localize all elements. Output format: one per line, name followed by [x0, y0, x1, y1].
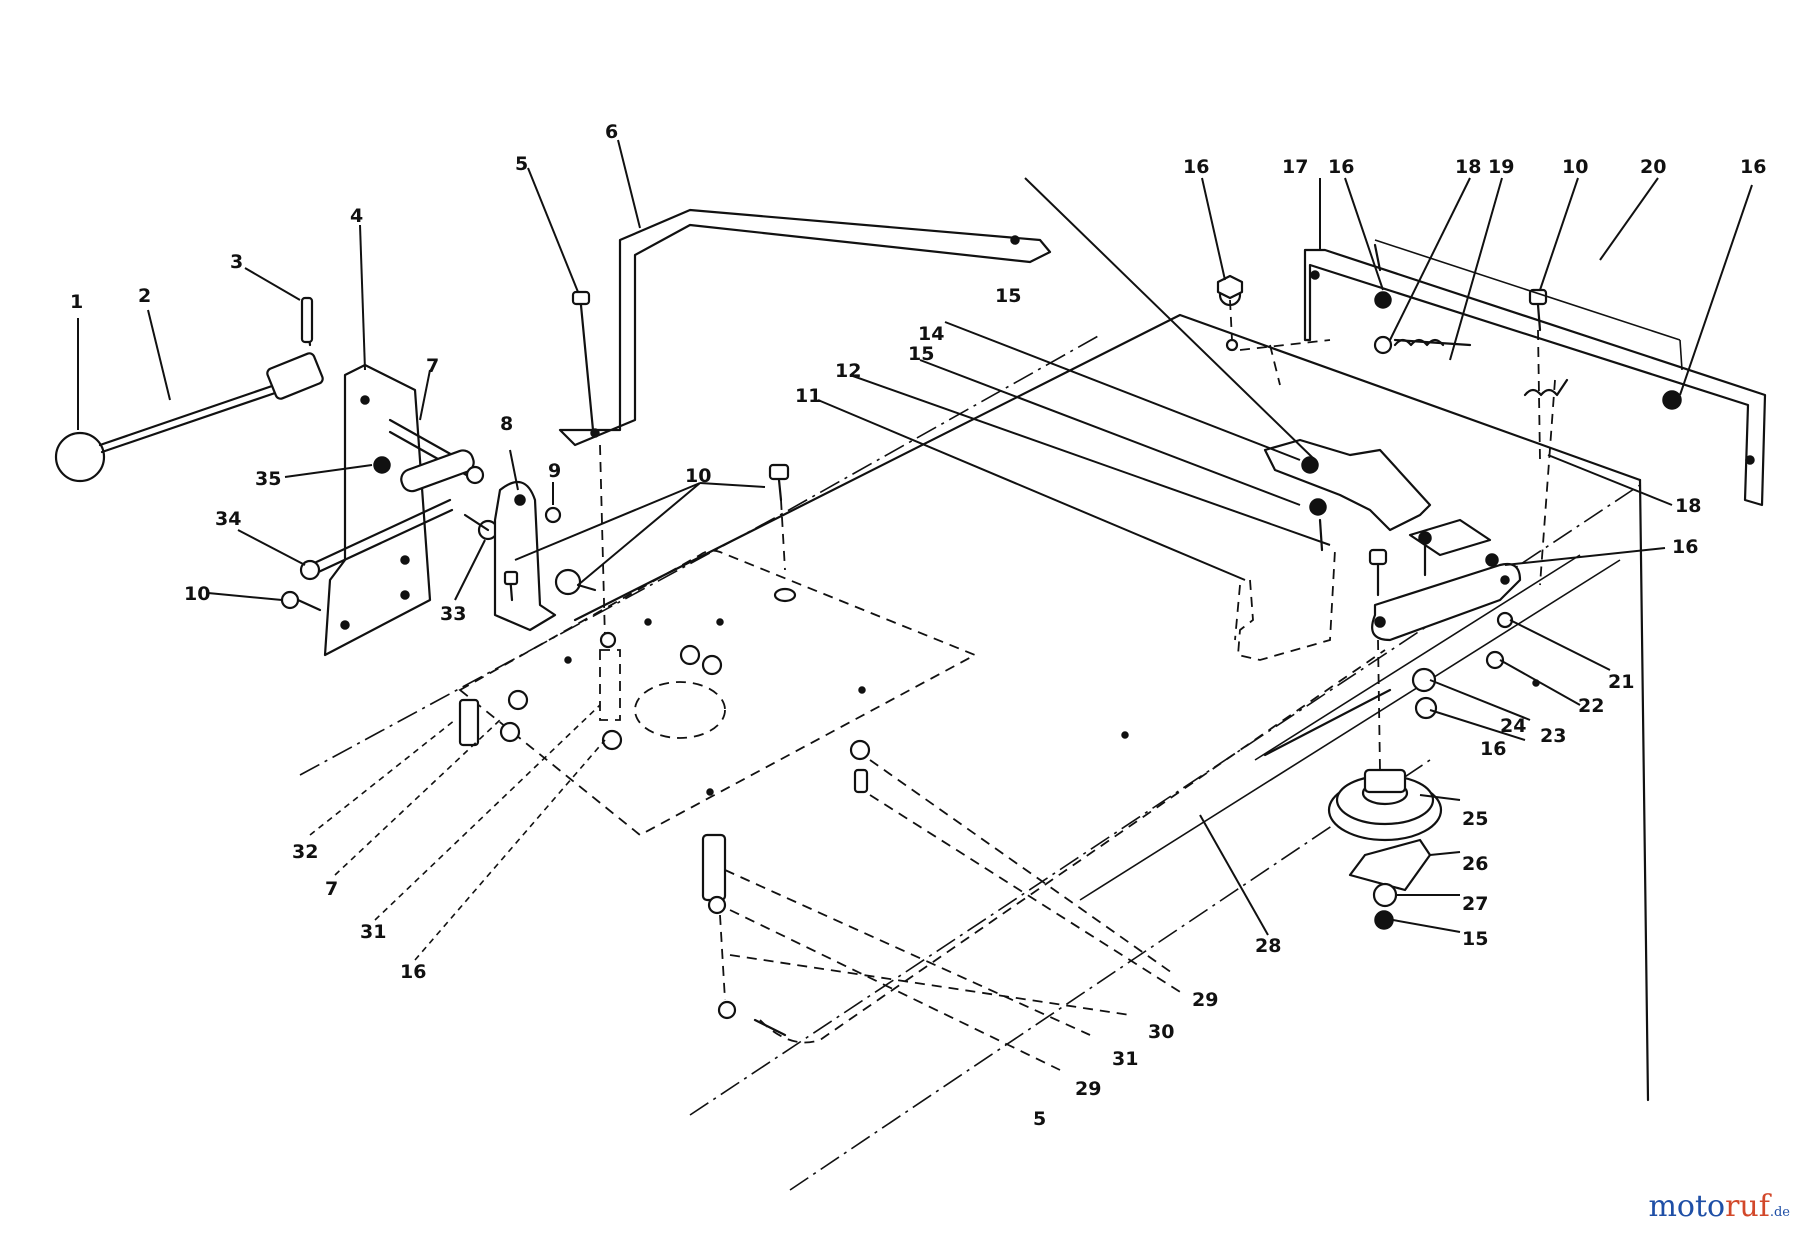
shift-lever: [54, 296, 324, 483]
watermark-logo: motoruf.de: [1648, 1189, 1790, 1224]
callout-22: 22: [1578, 695, 1604, 717]
callout-5-bottom: 5: [1033, 1108, 1046, 1130]
callout-34: 34: [215, 508, 241, 530]
callout-35: 35: [255, 468, 281, 490]
callout-1: 1: [70, 291, 83, 313]
callout-33: 33: [440, 603, 466, 625]
callout-17: 17: [1282, 156, 1308, 178]
lever-plate: [323, 363, 432, 657]
callout-30: 30: [1148, 1021, 1174, 1043]
callout-16-c: 16: [1740, 156, 1766, 178]
mounting-plate: [458, 549, 978, 837]
callout-16-a: 16: [1183, 156, 1209, 178]
callout-16-d: 16: [1672, 536, 1698, 558]
callout-12: 12: [835, 360, 861, 382]
callout-20: 20: [1640, 156, 1666, 178]
callout-11: 11: [795, 385, 821, 407]
chassis-frame: [299, 313, 1650, 1191]
callout-25: 25: [1462, 808, 1488, 830]
callout-31-a: 31: [360, 921, 386, 943]
callout-29-b: 29: [1075, 1078, 1101, 1100]
callout-8: 8: [500, 413, 513, 435]
callout-10-left: 10: [184, 583, 210, 605]
callout-26: 26: [1462, 853, 1488, 875]
callout-3: 3: [230, 251, 243, 273]
callout-7-left: 7: [426, 355, 439, 377]
callout-16-left: 16: [400, 961, 426, 983]
callout-16-e: 16: [1480, 738, 1506, 760]
center-bracket: [1234, 438, 1499, 661]
callout-29-a: 29: [1192, 989, 1218, 1011]
callout-19: 19: [1488, 156, 1514, 178]
callout-18-right: 18: [1675, 495, 1701, 517]
plate-bolts: [458, 463, 1129, 796]
callout-14: 14: [918, 323, 944, 345]
callout-24: 24: [1500, 715, 1526, 737]
callout-7-bottom: 7: [325, 878, 338, 900]
nuts: [1216, 274, 1244, 352]
callout-5-top: 5: [515, 153, 528, 175]
callout-16-b: 16: [1328, 156, 1354, 178]
callout-2: 2: [138, 285, 151, 307]
callout-18-top: 18: [1455, 156, 1481, 178]
callout-21: 21: [1608, 671, 1634, 693]
callout-10-center: 10: [685, 465, 711, 487]
callout-31-b: 31: [1112, 1048, 1138, 1070]
callout-4: 4: [350, 205, 363, 227]
callout-15-b: 15: [908, 343, 934, 365]
callout-10-right: 10: [1562, 156, 1588, 178]
callout-32: 32: [292, 841, 318, 863]
callout-15-a: 15: [995, 285, 1021, 307]
callout-labels: 1 2 3 4 5 6 7 8 9 10 10 10 11 12 14 15 1…: [70, 121, 1766, 1130]
callout-28: 28: [1255, 935, 1281, 957]
callout-27: 27: [1462, 893, 1488, 915]
callout-15-bottom: 15: [1462, 928, 1488, 950]
pivot-bracket: [493, 480, 562, 632]
spacers: [599, 444, 1392, 1071]
idler-arm: [1368, 548, 1540, 771]
leader-lines: [77, 139, 1753, 961]
callout-6: 6: [605, 121, 618, 143]
callout-23: 23: [1540, 725, 1566, 747]
linkage: [280, 418, 499, 612]
rear-bracket: [1218, 239, 1767, 586]
callout-9: 9: [548, 460, 561, 482]
support-bracket: [558, 208, 1052, 447]
pulley: [1327, 768, 1443, 930]
